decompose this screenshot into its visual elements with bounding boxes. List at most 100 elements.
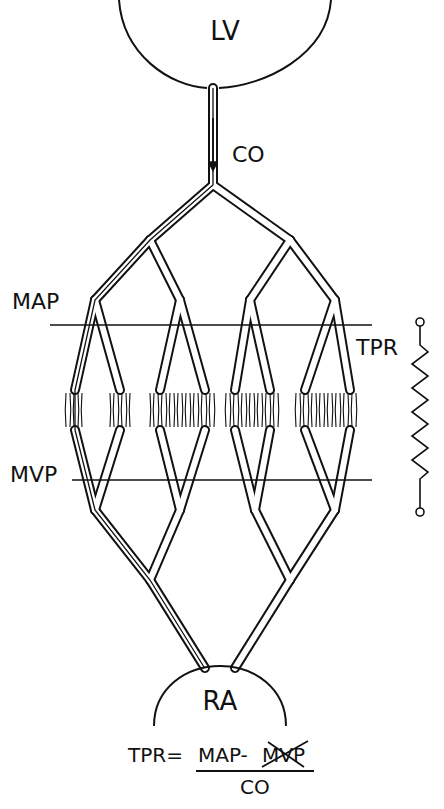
capillary bbox=[269, 393, 271, 427]
capillary bbox=[193, 393, 195, 427]
vessel-wall bbox=[150, 510, 180, 580]
vessel-wall bbox=[180, 300, 205, 390]
capillary bbox=[331, 393, 333, 427]
chamber-label: RA bbox=[203, 688, 238, 714]
formula-term: CO bbox=[240, 776, 270, 798]
capillary bbox=[121, 393, 123, 427]
vessel-wall bbox=[250, 240, 290, 300]
capillary bbox=[169, 393, 171, 427]
vessel-wall bbox=[290, 510, 335, 580]
capillary bbox=[237, 393, 239, 427]
capillary bbox=[355, 393, 357, 427]
vessel-lumen bbox=[95, 300, 120, 390]
variable-label: MAP bbox=[12, 290, 59, 314]
variable-label: TPR bbox=[356, 336, 398, 360]
vessel-wall bbox=[335, 430, 350, 510]
formula-term: TPR= bbox=[128, 744, 183, 766]
capillary bbox=[323, 393, 325, 427]
vessel-lumen bbox=[250, 300, 270, 390]
capillary bbox=[225, 393, 227, 427]
capillary bbox=[77, 393, 79, 427]
vessel-lumen bbox=[255, 510, 290, 580]
vessel-lumen bbox=[335, 300, 350, 390]
capillary bbox=[257, 393, 259, 427]
vessel-lumen bbox=[160, 300, 180, 390]
capillary bbox=[117, 393, 119, 427]
capillary bbox=[161, 393, 163, 427]
capillary bbox=[129, 393, 131, 427]
fraction-bar bbox=[196, 770, 314, 772]
vessel-tree bbox=[75, 88, 350, 668]
variable-label: CO bbox=[232, 143, 265, 167]
capillary bbox=[185, 393, 187, 427]
capillary bbox=[253, 393, 255, 427]
capillary bbox=[125, 393, 127, 427]
capillary bbox=[229, 393, 231, 427]
capillary bbox=[181, 393, 183, 427]
capillary bbox=[201, 393, 203, 427]
capillary bbox=[173, 393, 175, 427]
chamber-outline bbox=[115, 0, 335, 92]
capillary bbox=[335, 393, 337, 427]
vessel-wall bbox=[305, 300, 335, 390]
vessel-lumen bbox=[160, 430, 180, 510]
vessel-wall bbox=[235, 430, 255, 510]
capillary bbox=[339, 393, 341, 427]
capillary bbox=[81, 393, 83, 427]
chamber-wall bbox=[119, 0, 331, 88]
capillary bbox=[69, 393, 71, 427]
capillary bbox=[73, 393, 75, 427]
vessel-wall bbox=[235, 580, 290, 668]
ventricle-chamber: LV bbox=[115, 0, 335, 92]
formula-term: MAP- bbox=[198, 744, 248, 766]
pressure-level-line bbox=[72, 479, 372, 481]
capillary bbox=[273, 393, 275, 427]
capillary bbox=[113, 393, 115, 427]
capillary bbox=[303, 393, 305, 427]
vessel-wall bbox=[305, 430, 335, 510]
capillary bbox=[351, 393, 353, 427]
resistor-symbol bbox=[412, 318, 428, 516]
capillary bbox=[153, 393, 155, 427]
vessel-lumen bbox=[235, 580, 290, 668]
capillary bbox=[213, 393, 215, 427]
vessel-wall bbox=[335, 300, 350, 390]
capillary bbox=[149, 393, 151, 427]
blood-flow-path bbox=[75, 88, 213, 668]
capillary bbox=[65, 393, 67, 427]
capillary bbox=[311, 393, 313, 427]
capillary bbox=[209, 393, 211, 427]
capillary bbox=[295, 393, 297, 427]
atrium-chamber: RA bbox=[150, 660, 290, 726]
vessel-lumen bbox=[290, 510, 335, 580]
vessel-wall bbox=[160, 430, 180, 510]
vessel-lumen bbox=[250, 240, 290, 300]
vessel-wall bbox=[95, 300, 120, 390]
vessel-lumen bbox=[235, 300, 250, 390]
vessel-wall bbox=[213, 185, 290, 240]
vessel-wall bbox=[255, 510, 290, 580]
vessel-wall bbox=[160, 300, 180, 390]
chamber-label: LV bbox=[210, 18, 239, 44]
capillary bbox=[165, 393, 167, 427]
capillary bbox=[189, 393, 191, 427]
capillary bbox=[245, 393, 247, 427]
capillary bbox=[157, 393, 159, 427]
vessel-wall bbox=[255, 430, 270, 510]
vessel-wall bbox=[150, 240, 180, 300]
capillary bbox=[109, 393, 111, 427]
vessel-lumen bbox=[180, 300, 205, 390]
vessel-wall bbox=[95, 430, 120, 510]
capillary bbox=[233, 393, 235, 427]
cross-out-mark bbox=[262, 741, 308, 767]
formula-term: MVP bbox=[262, 744, 305, 766]
capillary bbox=[205, 393, 207, 427]
capillary bbox=[261, 393, 263, 427]
vessel-lumen bbox=[235, 430, 255, 510]
capillary bbox=[299, 393, 301, 427]
capillary bbox=[347, 393, 349, 427]
vessel-wall bbox=[250, 300, 270, 390]
vessel-wall bbox=[290, 240, 335, 300]
capillary bbox=[249, 393, 251, 427]
capillary-bed bbox=[65, 393, 357, 427]
